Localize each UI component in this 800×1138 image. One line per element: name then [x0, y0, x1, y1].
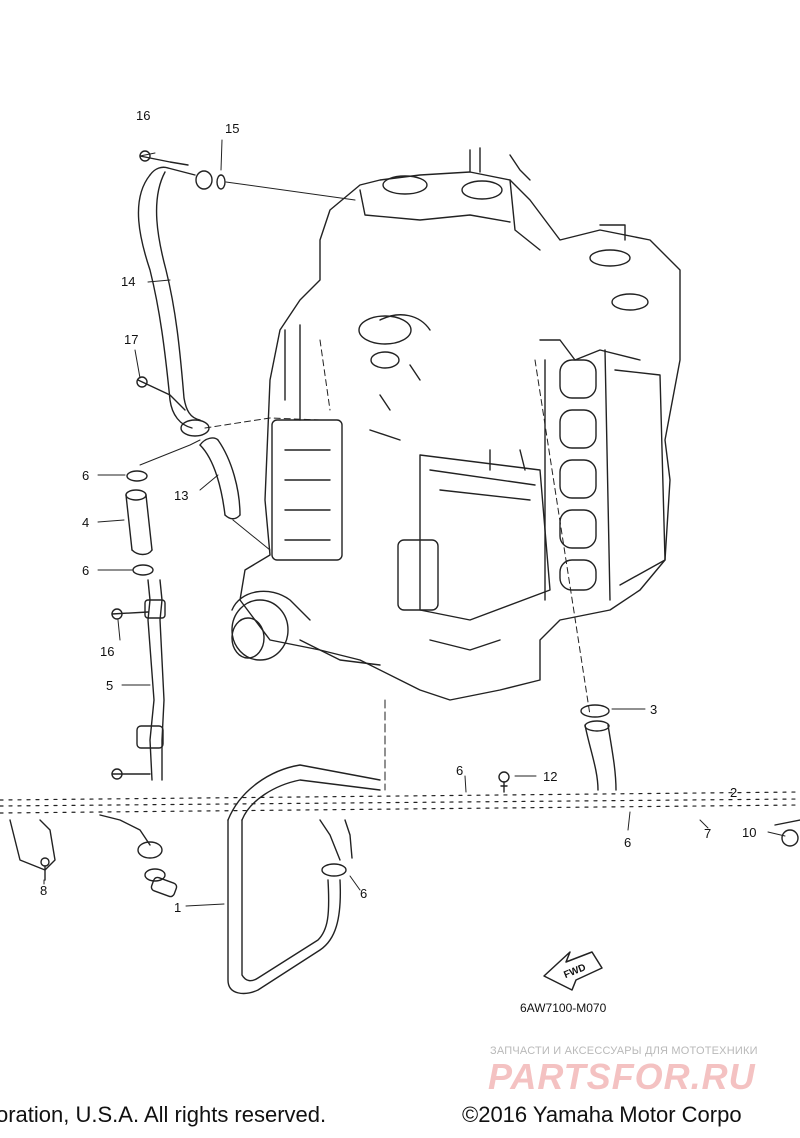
watermark-tagline: ЗАПЧАСТИ И АКСЕССУАРЫ ДЛЯ МОТОТЕХНИКИ [490, 1045, 758, 1057]
callout-16-top: 16 [136, 108, 150, 123]
callout-3: 3 [650, 702, 657, 717]
hose-13 [199, 437, 241, 520]
fwd-arrow-icon [543, 951, 603, 991]
callout-16-lower: 16 [100, 644, 114, 659]
callout-5: 5 [106, 678, 113, 693]
callout-14: 14 [121, 274, 135, 289]
hose-14 [136, 150, 226, 437]
diagram-reference-code: 6AW7100-M070 [520, 1001, 607, 1015]
callout-1: 1 [174, 900, 181, 915]
leader-lines [43, 139, 786, 907]
footer-copyright-right: ©2016 Yamaha Motor Corpo [462, 1102, 742, 1127]
bolt-12 [498, 771, 510, 793]
hose-4 [125, 470, 154, 576]
callout-13: 13 [174, 488, 188, 503]
footer-copyright-left: oration, U.S.A. All rights reserved. [0, 1102, 327, 1127]
callout-12: 12 [543, 769, 557, 784]
engine-block [231, 147, 681, 701]
callout-4: 4 [82, 515, 89, 530]
watermark-logo: PARTSFOR.RU [488, 1056, 756, 1097]
pipe-5 [111, 579, 166, 781]
callout-6-middle: 6 [82, 563, 89, 578]
clamp-cluster-left [9, 814, 178, 898]
callout-17: 17 [124, 332, 138, 347]
callout-2: 2 [730, 785, 737, 800]
speckle-band [0, 791, 800, 814]
callout-6-right: 6 [624, 835, 631, 850]
callout-6-upper: 6 [82, 468, 89, 483]
callout-10: 10 [742, 825, 756, 840]
callout-15: 15 [225, 121, 239, 136]
callout-6-lower: 6 [360, 886, 367, 901]
callout-6-center: 6 [456, 763, 463, 778]
callout-8: 8 [40, 883, 47, 898]
hose-1 [227, 764, 381, 995]
hose-3 [580, 704, 617, 791]
fitting-cluster-right [774, 819, 800, 847]
callout-7: 7 [704, 826, 711, 841]
fwd-label: FWD [562, 962, 587, 981]
